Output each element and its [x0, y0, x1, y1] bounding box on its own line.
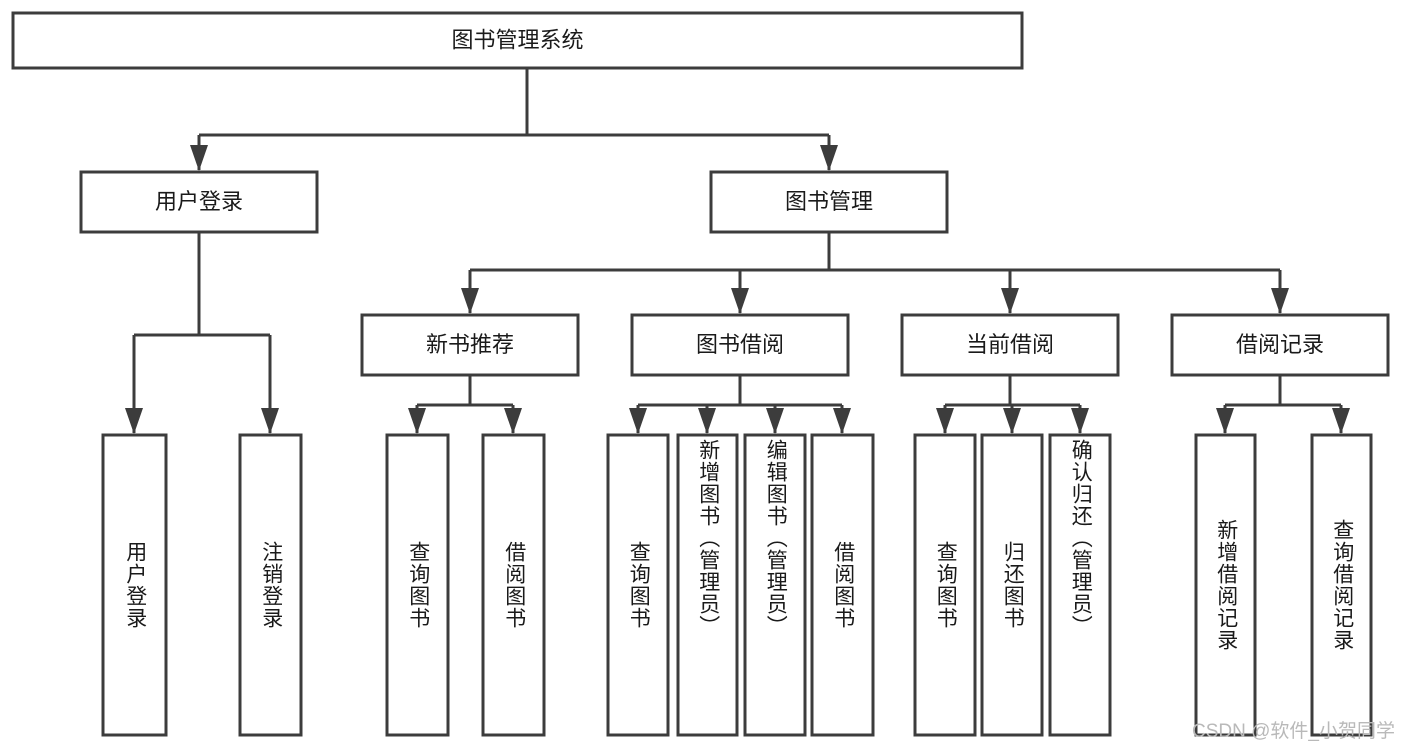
connector-arrow-icon [629, 408, 647, 434]
connector-book-borrow-to-leaves [636, 375, 844, 433]
connector-arrow-icon [766, 408, 784, 434]
connector-layer [125, 68, 1350, 434]
connector-arrow-icon [1003, 408, 1021, 434]
level3-node-label-new-book-recommend: 新书推荐 [426, 332, 514, 357]
connector-arrow-icon [820, 145, 838, 171]
connector-arrow-icon [408, 408, 426, 434]
level2-node-label-user-login: 用户登录 [155, 189, 243, 214]
connector-arrow-icon [1071, 408, 1089, 434]
connector-arrow-icon [1332, 408, 1350, 434]
connector-arrow-icon [1001, 288, 1019, 314]
leaf-node-leaf-query-book-borrow[interactable] [606, 433, 670, 737]
level2-node-label-book-management: 图书管理 [785, 189, 873, 214]
root-node-label-root: 图书管理系统 [451, 27, 583, 52]
level3-node-borrow-record[interactable] [1170, 313, 1390, 377]
level3-node-current-borrow[interactable] [900, 313, 1120, 377]
level2-node-user-login[interactable] [79, 170, 319, 234]
connector-root-to-level2 [197, 68, 831, 170]
leaf-node-leaf-borrow-book[interactable] [810, 433, 875, 737]
level3-node-new-book-recommend[interactable] [360, 313, 580, 377]
connector-arrow-icon [698, 408, 716, 434]
connector-arrow-icon [731, 288, 749, 314]
leaf-node-leaf-query-book-current[interactable] [913, 433, 977, 737]
connector-new-book-recommend-to-leaves [415, 375, 515, 433]
connector-arrow-icon [936, 408, 954, 434]
connector-arrow-icon [190, 145, 208, 171]
leaf-node-leaf-return-book[interactable] [980, 433, 1044, 737]
leaf-node-leaf-add-borrow-record[interactable] [1194, 433, 1257, 737]
leaf-node-leaf-confirm-return-admin[interactable] [1048, 433, 1112, 737]
root-node-root[interactable] [11, 11, 1024, 70]
leaf-node-leaf-edit-book-admin[interactable] [743, 433, 807, 737]
leaf-node-leaf-query-borrow-record[interactable] [1310, 433, 1373, 737]
connector-user-login-to-leaves [132, 232, 272, 433]
level3-node-label-current-borrow: 当前借阅 [966, 332, 1054, 357]
level3-node-book-borrow[interactable] [630, 313, 850, 377]
leaf-node-leaf-borrow-book-rec[interactable] [481, 433, 546, 737]
connector-arrow-icon [261, 408, 279, 434]
connector-arrow-icon [461, 288, 479, 314]
connector-arrow-icon [833, 408, 851, 434]
connector-arrow-icon [125, 408, 143, 434]
connector-arrow-icon [1216, 408, 1234, 434]
level3-node-label-borrow-record: 借阅记录 [1236, 332, 1324, 357]
leaf-node-leaf-add-book-admin[interactable] [676, 433, 739, 737]
leaf-node-leaf-user-login[interactable] [101, 433, 168, 737]
level2-node-book-management[interactable] [709, 170, 949, 234]
connector-arrow-icon [504, 408, 522, 434]
connector-arrow-icon [1271, 288, 1289, 314]
leaf-node-leaf-query-book-rec[interactable] [385, 433, 450, 737]
connector-book-management-to-level3 [468, 232, 1282, 313]
node-box-layer [11, 11, 1390, 737]
leaf-node-leaf-user-logout[interactable] [238, 433, 303, 737]
connector-borrow-record-to-leaves [1223, 375, 1343, 433]
level3-node-label-book-borrow: 图书借阅 [696, 332, 784, 357]
watermark-text: CSDN @软件_小贺同学 [1192, 721, 1395, 742]
